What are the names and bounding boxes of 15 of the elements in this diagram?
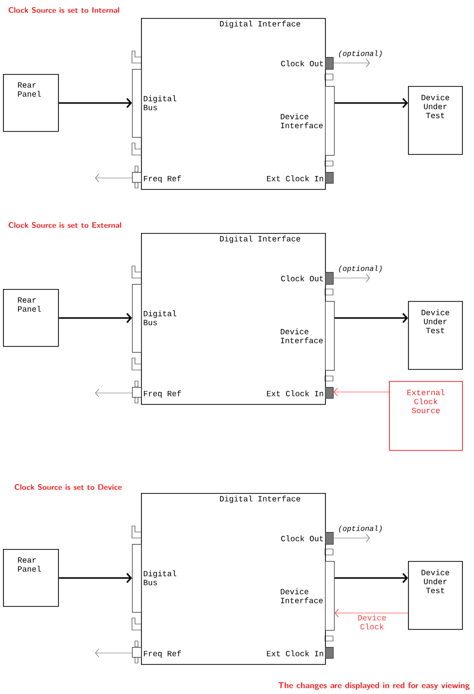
signal-arrow [333, 58, 370, 68]
connection-arrow [334, 572, 408, 584]
signal-arrow [333, 534, 370, 542]
signal-arrow [333, 274, 370, 282]
signal-arrow [95, 388, 132, 398]
connection-arrow [58, 312, 132, 324]
signal-arrow [95, 174, 132, 182]
signal-arrow [334, 608, 408, 618]
connection-arrow [58, 98, 132, 108]
footnote: The changes are displayed in red for easy viewing [278, 682, 470, 690]
connection-arrow [334, 98, 408, 108]
connection-arrow [334, 312, 408, 324]
signal-arrow [95, 648, 132, 658]
connection-arrow [58, 572, 132, 584]
signal-arrow [334, 388, 390, 396]
